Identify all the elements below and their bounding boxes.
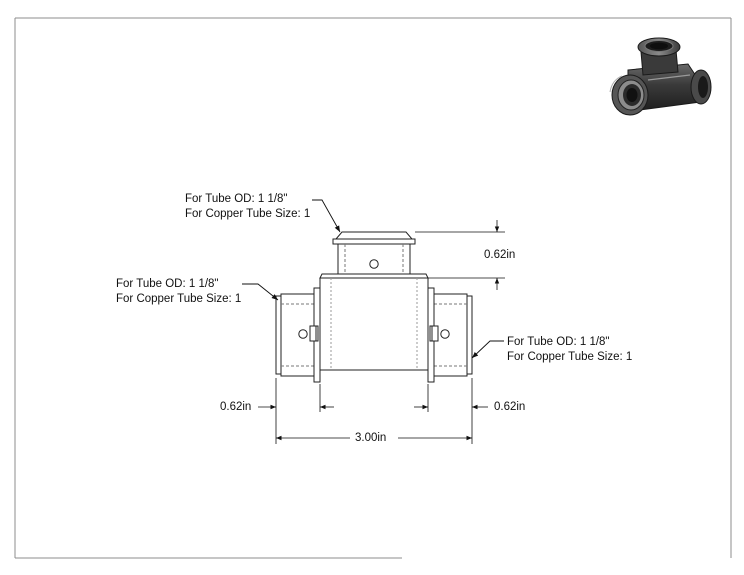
tee-body xyxy=(319,277,429,371)
left-branch xyxy=(275,287,321,383)
callout-right-branch: For Tube OD: 1 1/8" For Copper Tube Size… xyxy=(507,335,632,365)
right-branch xyxy=(427,287,473,383)
callout-left-line2: For Copper Tube Size: 1 xyxy=(116,293,242,305)
tee-fitting-3d-icon xyxy=(609,37,712,116)
top-branch xyxy=(319,231,429,283)
tee-fitting-front-view xyxy=(275,231,473,383)
dimension-lines xyxy=(258,220,505,444)
callout-top-line1: For Tube OD: 1 1/8" xyxy=(185,193,288,205)
callout-top-branch: For Tube OD: 1 1/8" For Copper Tube Size… xyxy=(185,192,310,222)
callout-leaders xyxy=(242,199,504,359)
sheet-border xyxy=(14,17,732,559)
dimension-left-length: 0.62in xyxy=(220,401,252,413)
dimension-overall-length: 3.00in xyxy=(355,432,387,444)
dimension-right-length: 0.62in xyxy=(494,401,526,413)
dimension-top-height: 0.62in xyxy=(484,249,516,261)
callout-left-branch: For Tube OD: 1 1/8" For Copper Tube Size… xyxy=(116,277,241,307)
callout-right-line2: For Copper Tube Size: 1 xyxy=(507,351,633,363)
callout-right-line1: For Tube OD: 1 1/8" xyxy=(507,336,610,348)
callout-top-line2: For Copper Tube Size: 1 xyxy=(185,208,311,220)
callout-left-line1: For Tube OD: 1 1/8" xyxy=(116,278,219,290)
